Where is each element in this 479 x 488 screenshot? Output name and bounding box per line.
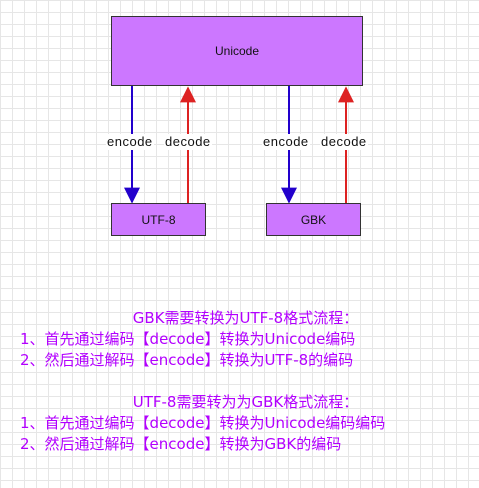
unicode-label: Unicode <box>214 44 260 58</box>
gbk-to-utf8-notes: GBK需要转换为UTF-8格式流程： 1、首先通过编码【decode】转换为Un… <box>0 308 479 371</box>
gbk-label: GBK <box>300 212 327 227</box>
utf8-to-gbk-notes: UTF-8需要转为为GBK格式流程： 1、首先通过编码【decode】转换为Un… <box>0 392 479 455</box>
utf8-to-gbk-step1: 1、首先通过编码【decode】转换为Unicode编码编码 <box>20 414 386 432</box>
utf8-to-gbk-step2: 2、然后通过解码【encode】转换为GBK的编码 <box>20 435 342 453</box>
encode-label-gbk: encode <box>262 134 310 150</box>
gbk-box: GBK <box>266 203 361 236</box>
utf8-to-gbk-title: UTF-8需要转为为GBK格式流程： <box>132 393 359 411</box>
utf8-label: UTF-8 <box>141 212 176 227</box>
encode-label-utf8: encode <box>106 134 154 150</box>
gbk-to-utf8-title: GBK需要转换为UTF-8格式流程： <box>132 309 359 327</box>
gbk-to-utf8-step1: 1、首先通过编码【decode】转换为Unicode编码 <box>20 330 356 348</box>
utf8-box: UTF-8 <box>111 203 206 236</box>
decode-label-utf8: decode <box>164 134 212 150</box>
decode-label-gbk: decode <box>320 134 368 150</box>
unicode-box: Unicode <box>111 16 363 86</box>
gbk-to-utf8-step2: 2、然后通过解码【encode】转换为UTF-8的编码 <box>20 351 354 369</box>
